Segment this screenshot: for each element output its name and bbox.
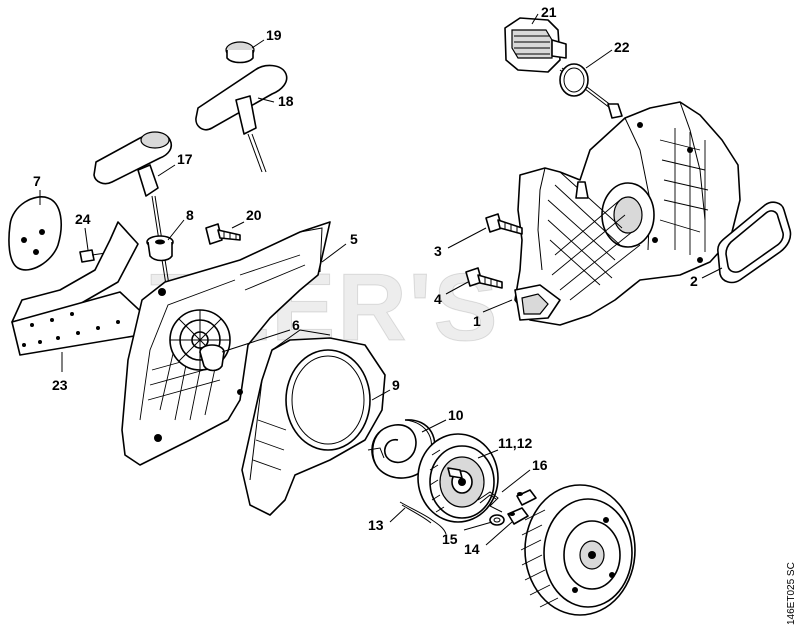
callout-7: 7 [33, 173, 41, 189]
callout-1: 1 [473, 313, 481, 329]
drawing-code: 146ET025 SC [786, 562, 797, 625]
part-13-starter-rope[interactable] [399, 501, 447, 535]
leader-lines [39, 13, 723, 546]
part-17-starter-grip[interactable] [93, 131, 173, 286]
callout-19: 19 [266, 27, 282, 43]
part-21-ignition-module[interactable] [504, 17, 623, 119]
callout-23: 23 [52, 377, 68, 393]
callout-15: 15 [442, 531, 458, 547]
callout-11-12: 11,12 [498, 435, 532, 451]
callout-18: 18 [278, 93, 294, 109]
callout-22: 22 [614, 39, 630, 55]
part-5-fan-housing[interactable] [121, 221, 331, 466]
part-6-starter-post[interactable] [199, 344, 225, 372]
callout-8: 8 [186, 207, 194, 223]
callout-14: 14 [464, 541, 480, 557]
callout-21: 21 [541, 4, 557, 20]
part-9-spring-cover[interactable] [241, 329, 386, 516]
callout-10: 10 [448, 407, 464, 423]
callout-4: 4 [434, 291, 442, 307]
part-2-gasket[interactable] [717, 201, 792, 284]
part-22-o-ring[interactable] [559, 63, 589, 97]
part-11-12-rope-rotor[interactable] [417, 433, 499, 523]
callout-20: 20 [246, 207, 262, 223]
callout-9: 9 [392, 377, 400, 393]
part-8-bushing[interactable] [146, 235, 174, 262]
part-18-t-handle[interactable] [195, 64, 288, 173]
callout-13: 13 [368, 517, 384, 533]
callout-24: 24 [75, 211, 91, 227]
callout-17: 17 [177, 151, 193, 167]
callout-16: 16 [532, 457, 548, 473]
part-20-screw[interactable] [205, 223, 241, 245]
part-14-pawls[interactable] [507, 489, 537, 525]
part-24-screw[interactable] [79, 249, 107, 263]
part-1-crankcase[interactable] [514, 101, 741, 326]
part-19-cap[interactable] [225, 41, 255, 64]
part-7-disc[interactable] [8, 196, 62, 271]
callout-6: 6 [292, 317, 300, 333]
part-4-screw[interactable] [465, 267, 503, 289]
callout-3: 3 [434, 243, 442, 259]
callout-labels: 7 24 23 17 8 20 19 18 5 6 9 10 11,12 16 … [33, 4, 698, 557]
part-16-spring-clip[interactable] [477, 491, 503, 513]
callout-5: 5 [350, 231, 358, 247]
part-15-washer[interactable] [489, 514, 505, 526]
flywheel [520, 484, 636, 616]
callout-2: 2 [690, 273, 698, 289]
part-3-screw[interactable] [485, 213, 523, 235]
